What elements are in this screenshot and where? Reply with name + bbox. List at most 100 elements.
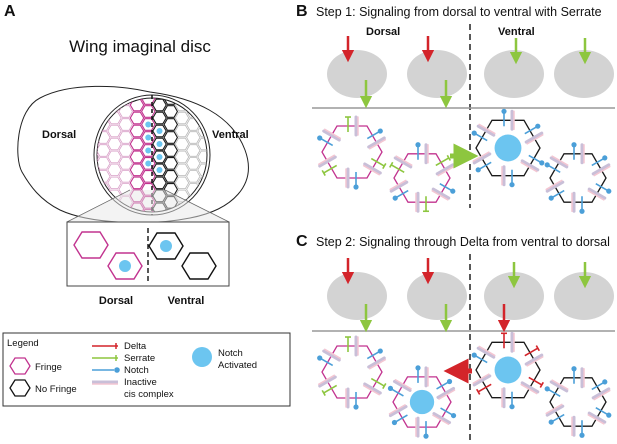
cis-complex-pair xyxy=(432,414,450,426)
panel-c-cell-4 xyxy=(554,272,614,320)
pouch-hex-cell xyxy=(163,131,179,144)
cis-complex-pair xyxy=(551,379,569,390)
notch-head xyxy=(548,419,554,425)
cis-complex xyxy=(431,187,451,200)
inset-notch-activated-dot xyxy=(119,260,131,272)
pouch-hex-cell xyxy=(129,176,145,190)
pouch-notch-dot xyxy=(145,134,152,141)
panel-b-dorsal-label: Dorsal xyxy=(366,26,400,38)
cis-complex xyxy=(392,379,412,392)
cis-complex-pair xyxy=(587,190,605,201)
c-ventral-cell-1-outline xyxy=(475,341,541,399)
cis-complex-pair xyxy=(593,389,611,401)
legend-serrate-label: Serrate xyxy=(124,353,155,364)
cis-complex-pair xyxy=(362,384,381,396)
legend-nofringe-label: No Fringe xyxy=(35,384,77,395)
pouch-hex-cell xyxy=(97,131,111,144)
pouch-hex-cell xyxy=(152,111,167,125)
cis-complex-pair xyxy=(388,404,406,415)
b-ventral-cell-1 xyxy=(471,108,545,188)
legend-notch-activated-line2: Activated xyxy=(218,360,257,371)
pouch-hex-cell xyxy=(97,170,111,183)
notch-head xyxy=(387,385,394,392)
notch-head xyxy=(471,352,477,358)
cis-complex xyxy=(549,156,569,169)
cis-complex-pair xyxy=(520,161,538,173)
ligand-tip xyxy=(389,161,394,168)
notch-head xyxy=(377,128,383,134)
notch-head xyxy=(450,188,456,194)
notch-head xyxy=(317,355,323,361)
pouch-hex-cell xyxy=(186,144,201,157)
notch-head xyxy=(450,412,457,419)
pouch-hex-cell xyxy=(118,144,133,157)
cis-complex xyxy=(472,374,492,387)
pouch-hex-cell xyxy=(118,157,133,170)
cis-complex xyxy=(388,405,408,418)
panel-b: B Step 1: Signaling from dorsal to ventr… xyxy=(296,3,615,214)
pouch-hex-cell xyxy=(129,111,145,125)
notch-head xyxy=(475,167,481,173)
notch-head xyxy=(579,432,585,438)
inset-nofringe-cell-2 xyxy=(181,252,217,280)
notch-head xyxy=(548,195,554,201)
c-dorsal-cell-1-outline xyxy=(321,345,383,399)
panel-b-title: Step 1: Signaling from dorsal to ventral… xyxy=(316,5,602,19)
cis-complex-pair xyxy=(593,165,611,177)
pouch-hex-cell xyxy=(186,170,201,183)
c-ventral-cell-1-notch-activated xyxy=(494,356,522,384)
cis-complex xyxy=(363,162,382,175)
legend-delta-label: Delta xyxy=(124,341,147,352)
pouch-hex-cell xyxy=(152,150,167,164)
pouch-hex-cell xyxy=(152,163,167,177)
pouch-hex-cell xyxy=(140,170,156,183)
cis-complex xyxy=(524,353,544,366)
notch-head xyxy=(539,160,545,166)
cis-complex xyxy=(591,163,611,176)
pouch-hex-cell xyxy=(129,124,145,138)
cis-complex-pair xyxy=(395,155,413,166)
pouch-hex-cell xyxy=(152,124,167,138)
pouch-notch-dot xyxy=(156,127,163,134)
cis-complex-pair xyxy=(545,179,563,191)
delta-protein xyxy=(477,383,492,393)
serrate-protein xyxy=(323,384,338,394)
panel-c-cell-2 xyxy=(407,272,467,320)
cis-complex-pair xyxy=(368,358,387,370)
notch-head xyxy=(606,188,612,194)
notch-head xyxy=(606,412,612,418)
pouch-notch-dot xyxy=(145,160,152,167)
legend-notch-activated-line1: Notch xyxy=(218,348,243,359)
cis-complex xyxy=(435,163,455,176)
notch-head xyxy=(415,142,421,148)
pouch-hex-cell xyxy=(118,170,133,183)
pouch-hex-cell xyxy=(174,98,190,99)
panel-b-hex-cells xyxy=(317,108,612,214)
panel-a: A Wing imaginal disc Dorsal Ventral Dors… xyxy=(4,3,249,307)
notch-head xyxy=(471,130,477,136)
pouch-hex-cell xyxy=(197,111,207,125)
serrate-protein xyxy=(370,157,385,167)
pouch-hex-cell xyxy=(107,98,122,99)
cis-complex xyxy=(322,129,341,142)
pouch-hex-cell xyxy=(97,98,111,105)
inset-fringe-cell-2 xyxy=(107,252,143,280)
pouch-hex-cell xyxy=(174,176,190,190)
b-ventral-cell-1-notch-activated xyxy=(494,134,522,162)
cis-complex xyxy=(520,381,540,394)
cis-complex xyxy=(367,356,386,369)
pouch-hex-cell xyxy=(152,98,167,112)
cis-complex xyxy=(393,156,413,169)
pouch-hex-cell xyxy=(163,144,179,157)
pouch-hex-cell xyxy=(140,105,156,118)
pouch-hex-cell xyxy=(107,150,122,164)
ligand-tip xyxy=(382,163,387,170)
cis-complex xyxy=(436,386,456,399)
panel-b-letter: B xyxy=(296,3,308,20)
notch-head xyxy=(602,379,608,385)
panel-b-cell-1 xyxy=(327,50,387,98)
pouch-hex-cell xyxy=(97,98,100,99)
notch-head xyxy=(391,419,398,426)
serrate-protein xyxy=(370,377,385,387)
